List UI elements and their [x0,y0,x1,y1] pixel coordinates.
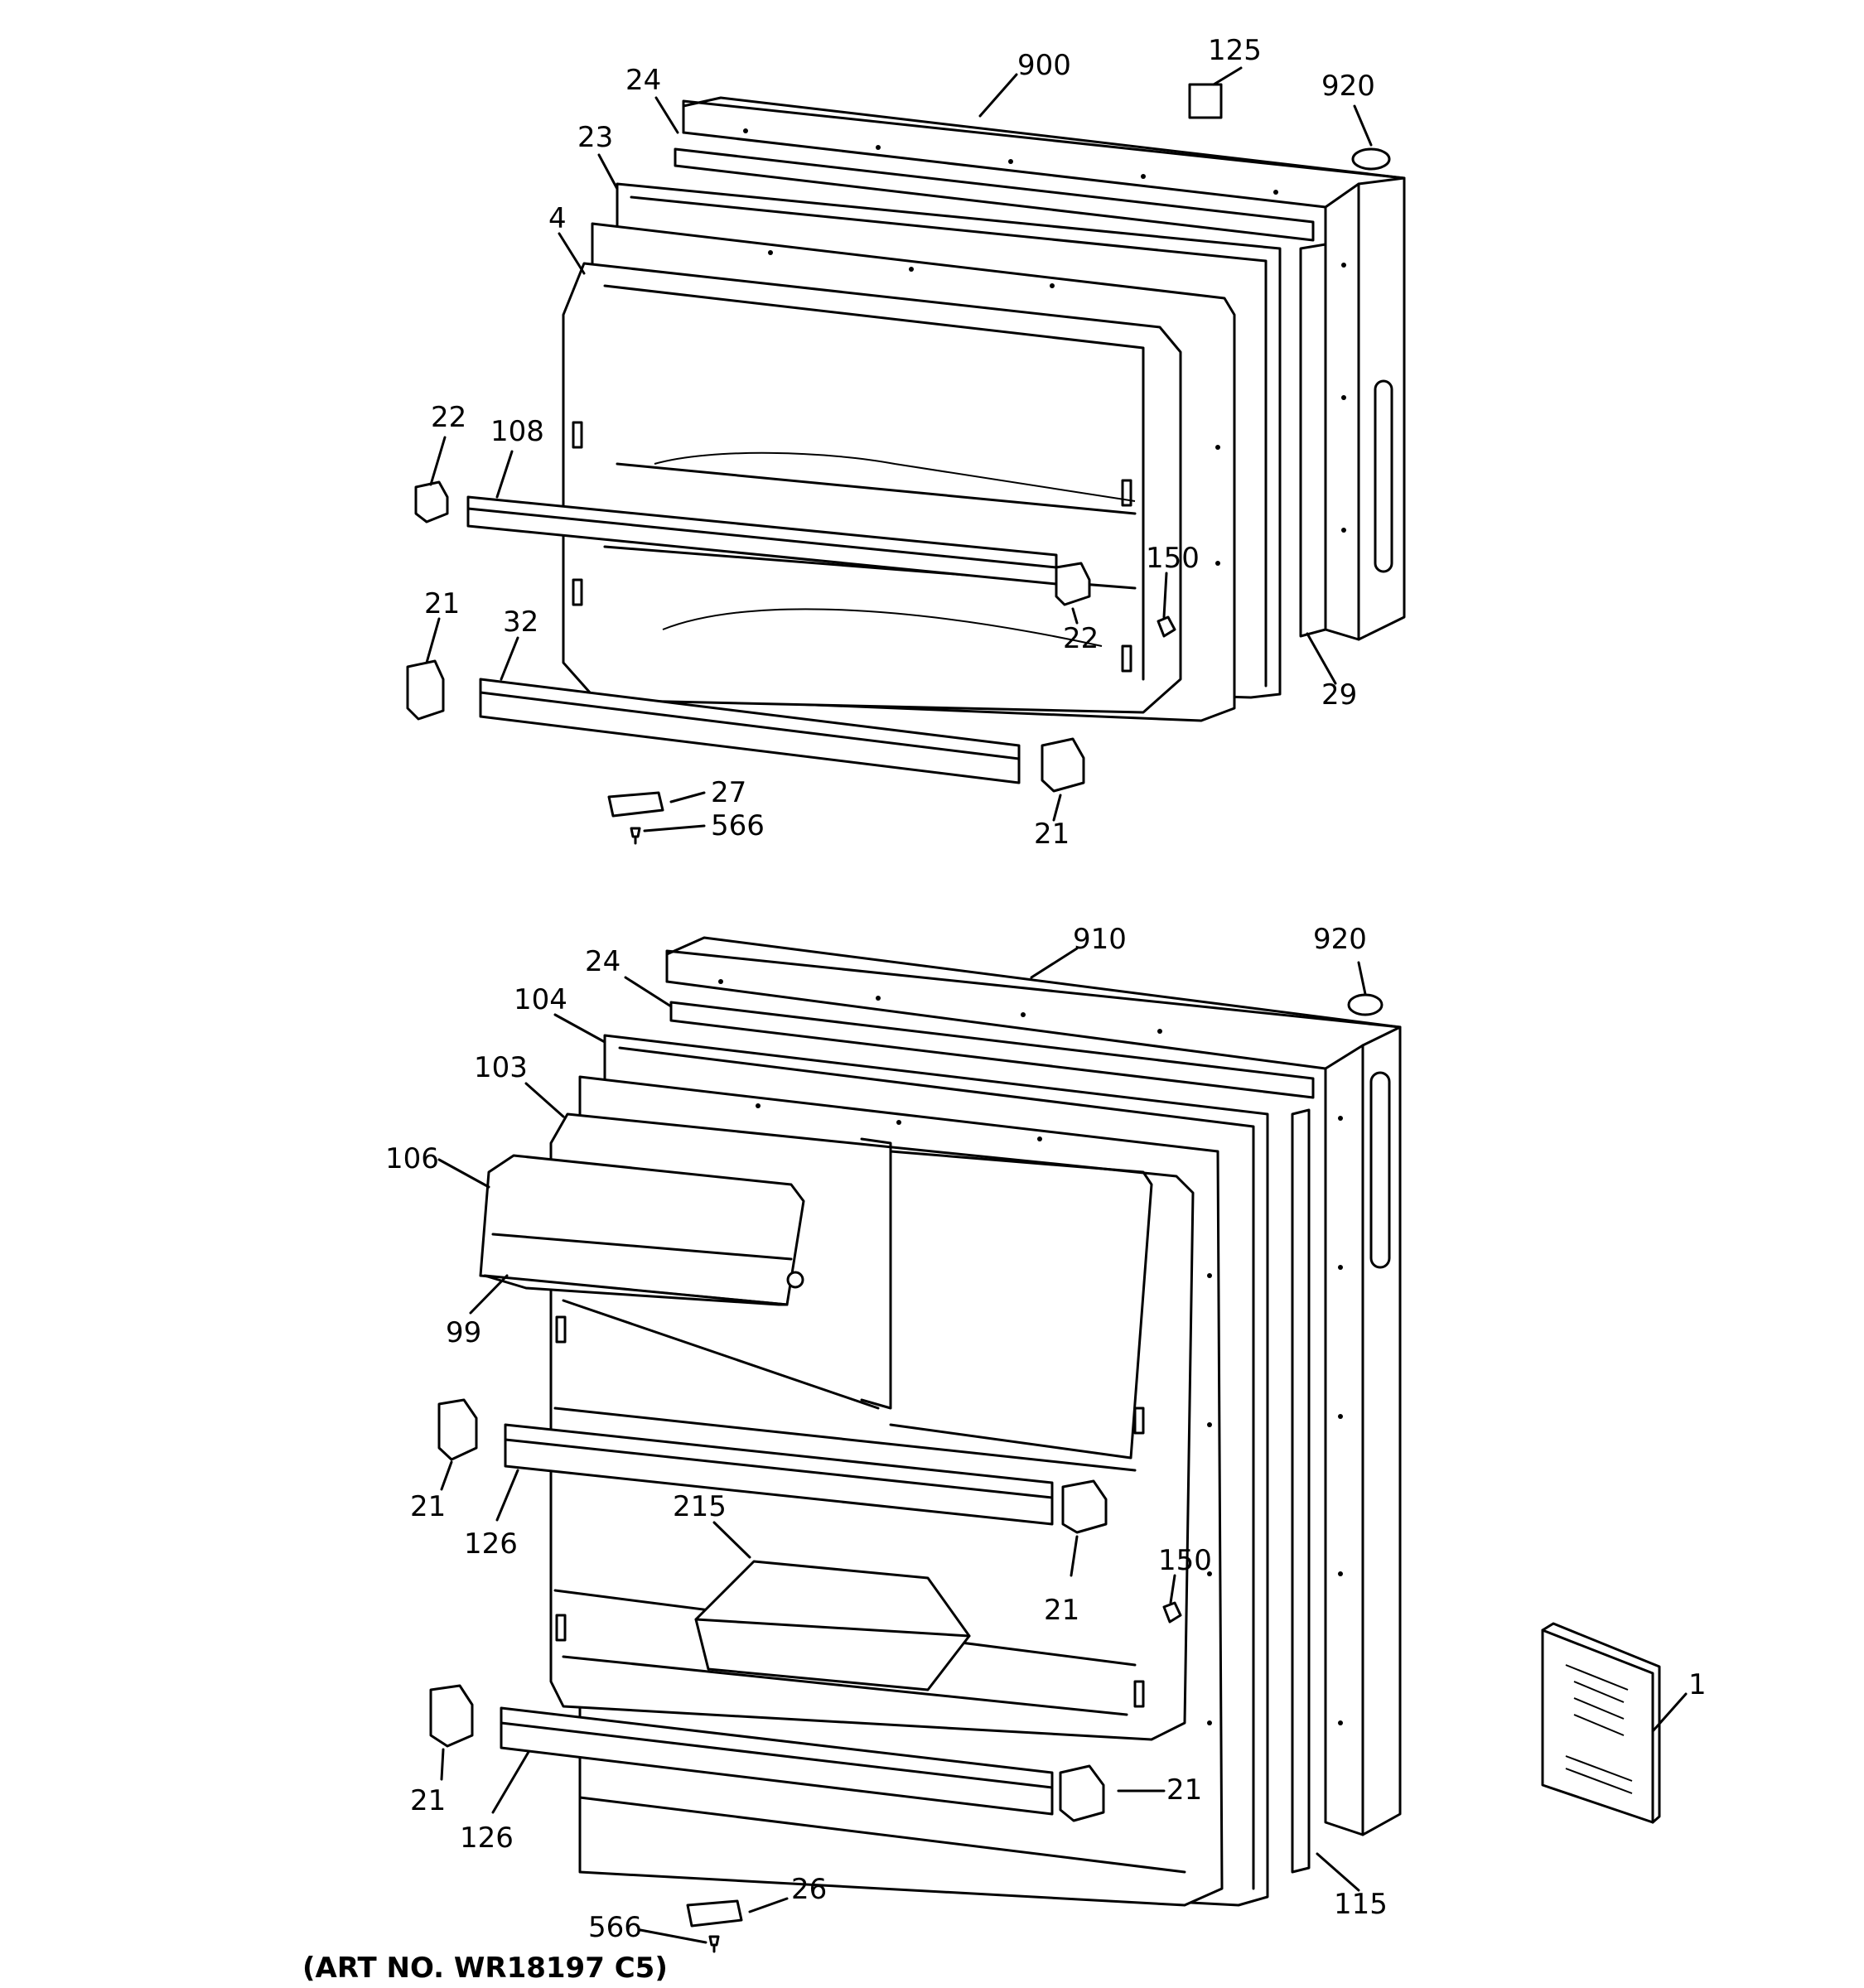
freezer-screw-150 [1157,615,1176,638]
freezer-lower-rail [479,678,1021,784]
callout-920: 920 [1321,70,1375,103]
callout-900: 900 [1017,49,1071,82]
fresh-food-hinge-26 [686,1899,743,1928]
callout-29: 29 [1321,678,1357,712]
callout-103: 103 [474,1051,528,1084]
callout-150-lower: 150 [1158,1544,1212,1577]
callout-4: 4 [548,202,567,235]
callout-920-lower: 920 [1313,923,1367,956]
freezer-handle-slot [1374,379,1393,573]
fresh-food-bracket-21-lower-left [429,1684,474,1748]
fresh-food-leader-lines [437,947,1688,1944]
fresh-food-gasket-side [1291,1108,1311,1874]
callout-99: 99 [446,1316,481,1349]
callout-1: 1 [1688,1668,1707,1701]
fresh-food-breaker-strip [669,1001,1315,1099]
callout-215: 215 [673,1490,727,1523]
freezer-plug-125 [1188,83,1223,119]
freezer-screw-566 [630,827,641,838]
callout-566-lower: 566 [588,1911,642,1944]
callout-27: 27 [711,776,746,809]
fresh-food-shelf-rail-lower [500,1706,1054,1816]
callout-115: 115 [1334,1888,1388,1921]
callout-26: 26 [791,1873,827,1906]
fresh-food-bracket-21-upper-left [437,1398,478,1461]
callout-106: 106 [385,1142,439,1175]
fresh-food-plug-920 [1347,993,1384,1016]
freezer-bracket-22-left [414,480,449,524]
fresh-food-shelf-rail-upper [504,1423,1054,1526]
freezer-bracket-22-right [1055,562,1091,606]
fresh-food-door-assembly: 910 920 24 104 103 106 99 21 126 215 150… [385,923,1707,1953]
freezer-door-assembly: 900 125 920 24 23 4 22 108 150 22 21 32 … [406,34,1406,851]
callout-21-lower-left: 21 [410,1784,446,1817]
callout-126-lower: 126 [460,1822,514,1855]
fresh-food-handle-slot [1369,1071,1391,1269]
callout-150: 150 [1146,542,1200,575]
freezer-hinge-27 [607,791,664,818]
callout-108: 108 [490,415,544,448]
freezer-door-shell [682,99,1406,641]
callout-22-right: 22 [1063,622,1099,655]
freezer-bracket-21-right [1041,737,1085,793]
callout-566: 566 [711,809,765,842]
callout-21-left: 21 [424,587,460,620]
callout-104: 104 [514,983,567,1016]
fresh-food-screw-150 [1162,1601,1182,1624]
freezer-breaker-strip [674,147,1315,242]
callout-23: 23 [577,121,613,154]
callout-21-upper-right: 21 [1044,1594,1079,1627]
dairy-compartment-door [483,1274,789,1306]
callout-21-upper-left: 21 [410,1490,446,1523]
freezer-gasket-side [1299,243,1327,638]
owners-manual-booklet [1541,1622,1661,1824]
fresh-food-door-shell [665,949,1402,1836]
callout-21-lower-right: 21 [1166,1773,1202,1807]
callout-910: 910 [1073,923,1127,956]
fresh-food-bin-215 [694,1560,971,1691]
fresh-food-bracket-21-lower-right [1059,1764,1105,1822]
art-number-label: (ART NO. WR18197 C5) [302,1952,668,1985]
callout-125: 125 [1208,34,1262,67]
freezer-leader-lines [425,66,1373,832]
freezer-plug-920 [1351,147,1391,171]
callout-21-right: 21 [1034,818,1070,851]
fresh-food-screw-566 [708,1935,720,1947]
callout-22-left: 22 [431,401,466,434]
callout-32: 32 [503,606,538,639]
fresh-food-bracket-21-upper-right [1061,1479,1108,1534]
callout-24: 24 [625,64,661,97]
freezer-bracket-21-left [406,659,445,721]
callout-126-upper: 126 [464,1527,518,1561]
callout-24-lower: 24 [585,945,621,978]
